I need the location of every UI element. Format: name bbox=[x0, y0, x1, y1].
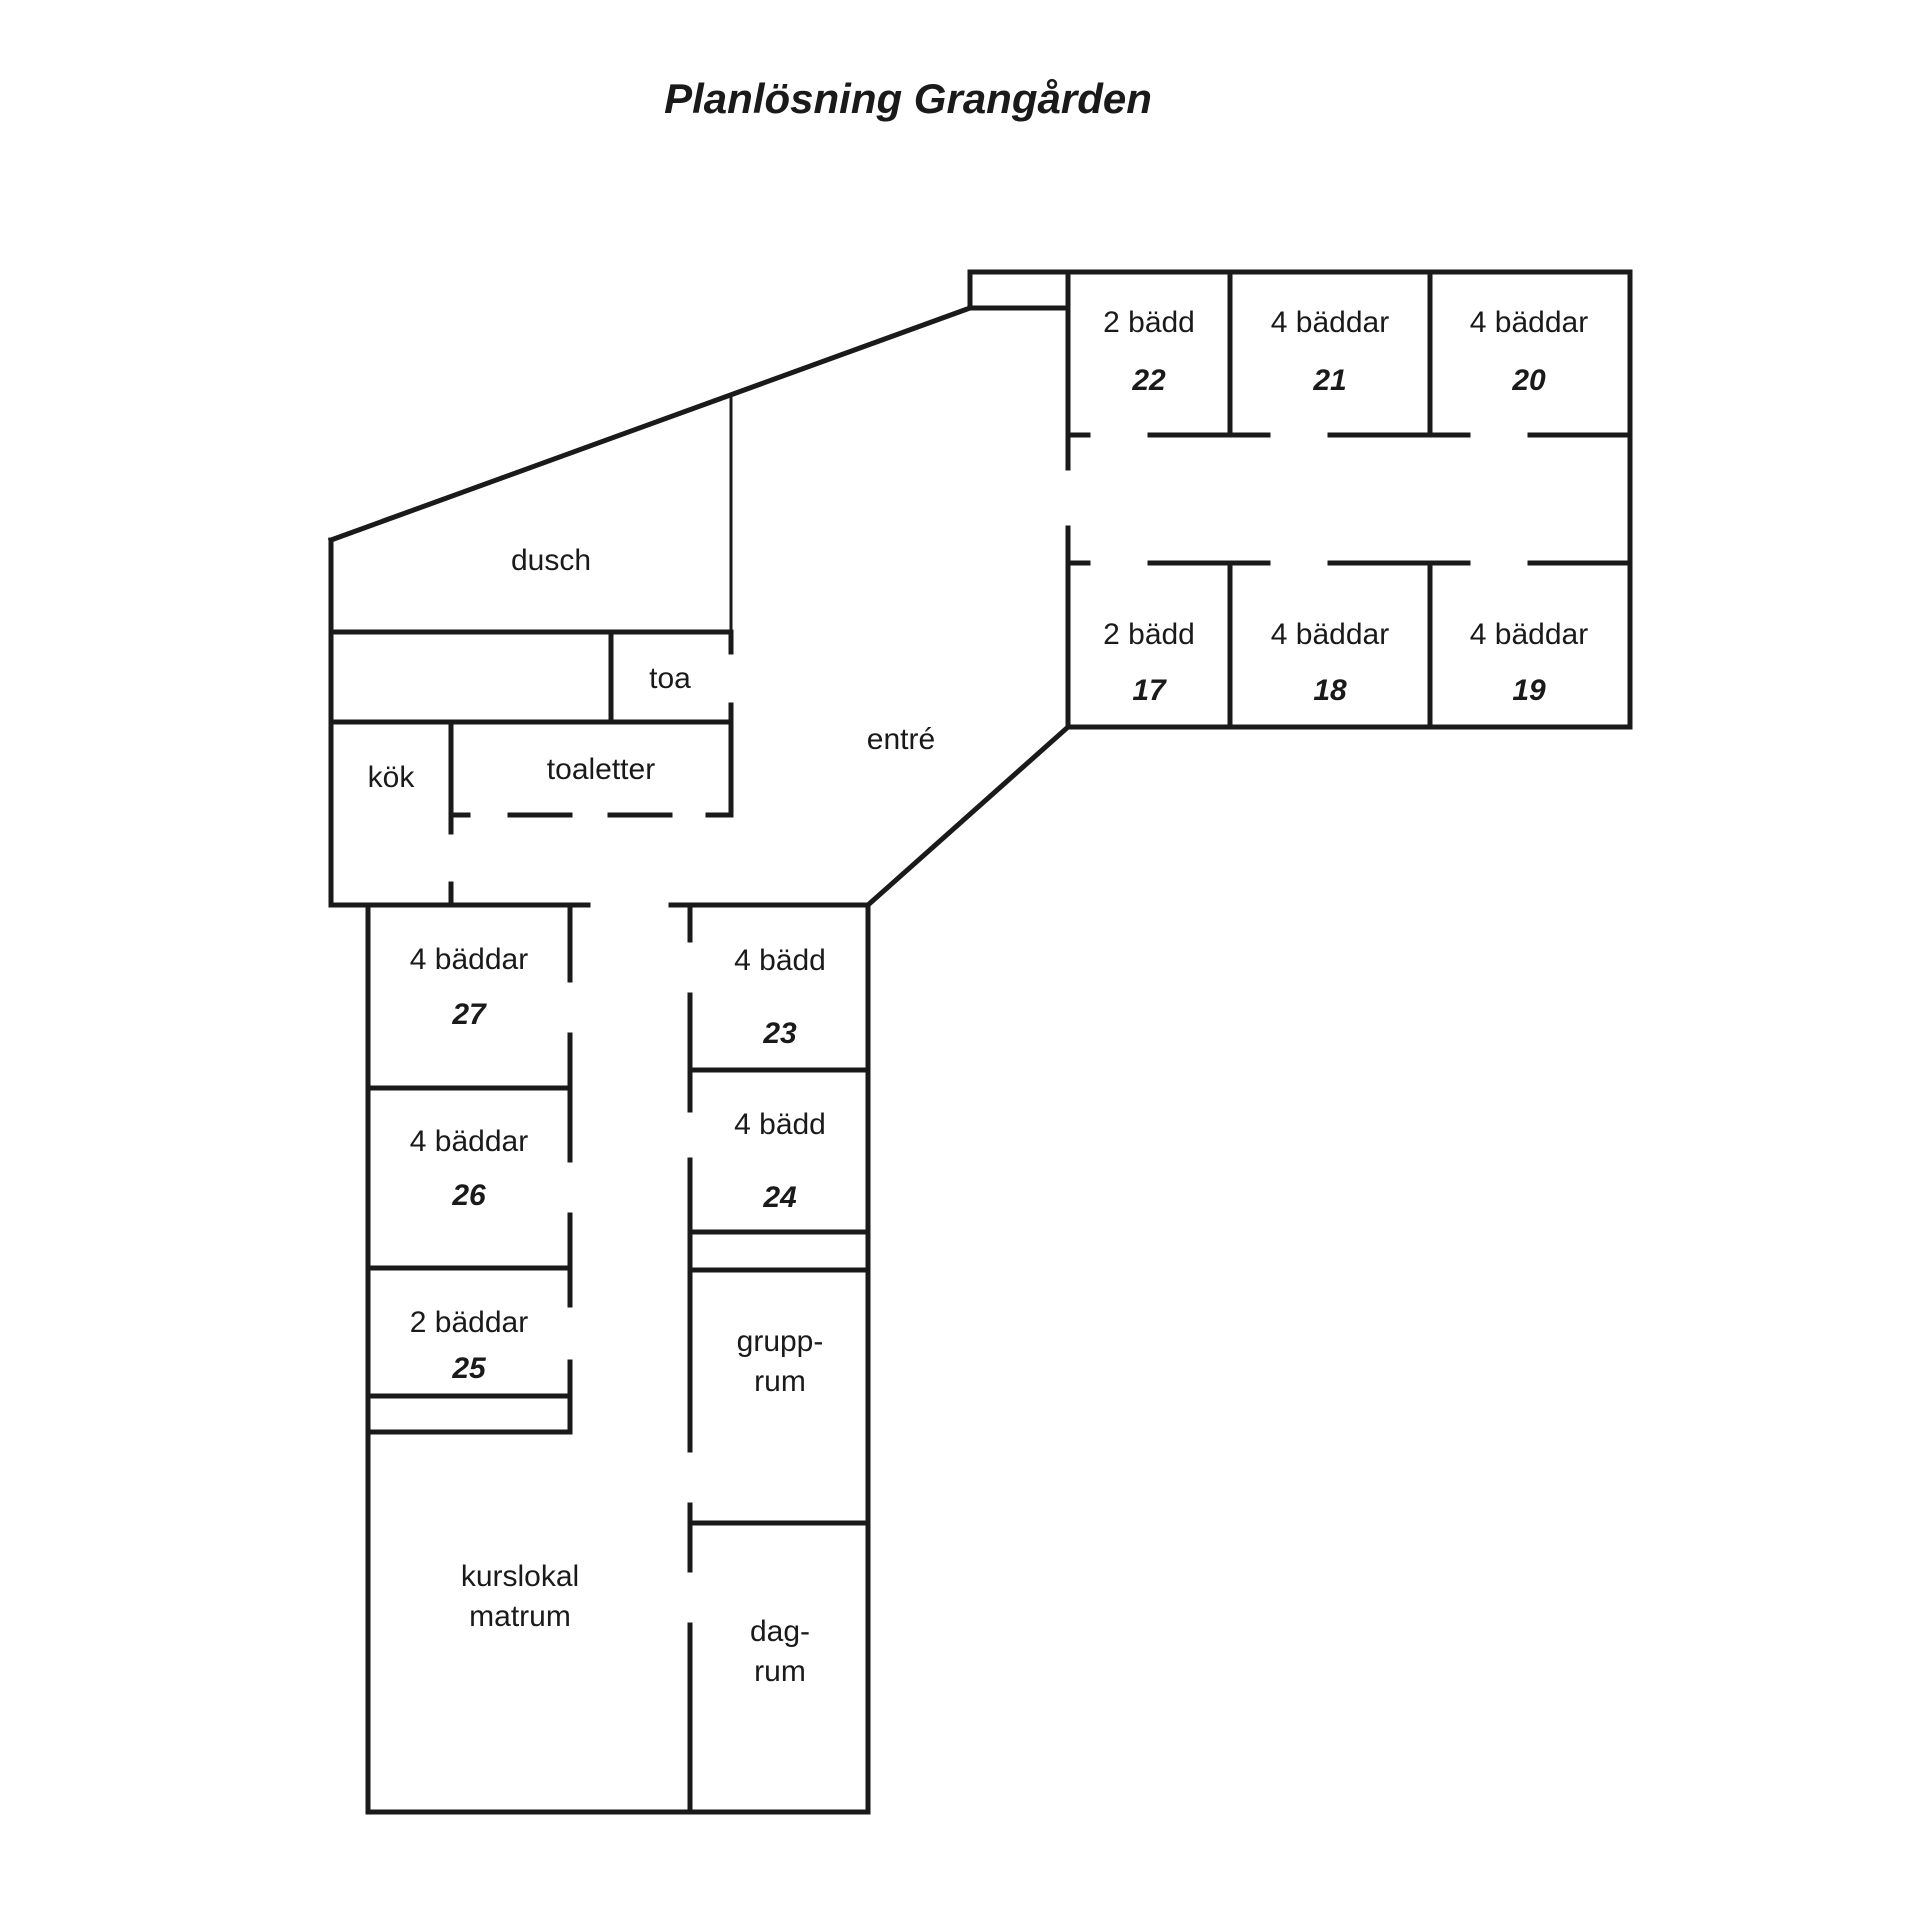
room-label: 4 bädd bbox=[734, 1108, 826, 1141]
room-number: 20 bbox=[1511, 364, 1546, 397]
room-label: 2 bädd bbox=[1103, 618, 1195, 651]
area-grupprum: grupp- rum bbox=[737, 1325, 824, 1398]
room-label: 4 bäddar bbox=[410, 1125, 528, 1158]
room-26: 4 bäddar 26 bbox=[410, 1125, 528, 1212]
room-label: 4 bäddar bbox=[410, 943, 528, 976]
area-toaletter: toaletter bbox=[547, 753, 655, 786]
room-22: 2 bädd 22 bbox=[1103, 306, 1195, 397]
room-number: 26 bbox=[451, 1179, 486, 1212]
room-label: 4 bäddar bbox=[1271, 618, 1389, 651]
room-number: 21 bbox=[1312, 364, 1346, 397]
room-23: 4 bädd 23 bbox=[734, 944, 826, 1050]
area-label-line2: rum bbox=[754, 1365, 806, 1398]
room-number: 23 bbox=[762, 1017, 797, 1050]
page-title: Planlösning Grangården bbox=[664, 75, 1152, 122]
area-label-line2: rum bbox=[754, 1655, 806, 1688]
room-21: 4 bäddar 21 bbox=[1271, 306, 1389, 397]
room-27: 4 bäddar 27 bbox=[410, 943, 528, 1031]
area-label-line1: grupp- bbox=[737, 1325, 824, 1358]
room-label: 4 bäddar bbox=[1470, 306, 1588, 339]
area-kok: kök bbox=[368, 761, 416, 794]
room-25: 2 bäddar 25 bbox=[410, 1306, 528, 1385]
room-number: 18 bbox=[1313, 674, 1347, 707]
room-number: 24 bbox=[762, 1181, 797, 1214]
room-number: 22 bbox=[1131, 364, 1166, 397]
room-24: 4 bädd 24 bbox=[734, 1108, 826, 1214]
area-label-line1: kurslokal bbox=[461, 1560, 579, 1593]
area-entre: entré bbox=[867, 723, 935, 756]
room-18: 4 bäddar 18 bbox=[1271, 618, 1389, 707]
room-number: 25 bbox=[451, 1352, 487, 1385]
room-label: 4 bäddar bbox=[1271, 306, 1389, 339]
area-kurslokal: kurslokal matrum bbox=[461, 1560, 579, 1633]
area-dusch: dusch bbox=[511, 544, 591, 577]
room-label: 4 bädd bbox=[734, 944, 826, 977]
area-label-line1: dag- bbox=[750, 1615, 810, 1648]
room-number: 19 bbox=[1512, 674, 1546, 707]
room-label: 2 bädd bbox=[1103, 306, 1195, 339]
east-wing-walls bbox=[1065, 269, 1633, 730]
room-17: 2 bädd 17 bbox=[1103, 618, 1195, 707]
room-19: 4 bäddar 19 bbox=[1470, 618, 1588, 707]
service-block-walls bbox=[328, 397, 734, 908]
room-label: 2 bäddar bbox=[410, 1306, 528, 1339]
room-number: 27 bbox=[451, 998, 487, 1031]
area-label-line2: matrum bbox=[469, 1600, 571, 1633]
room-label: 4 bäddar bbox=[1470, 618, 1588, 651]
area-toa: toa bbox=[649, 662, 691, 695]
room-20: 4 bäddar 20 bbox=[1470, 306, 1588, 397]
south-wing-walls bbox=[365, 902, 871, 1815]
area-dagrum: dag- rum bbox=[750, 1615, 810, 1688]
outer-walls bbox=[327, 269, 1633, 1815]
room-number: 17 bbox=[1132, 674, 1167, 707]
